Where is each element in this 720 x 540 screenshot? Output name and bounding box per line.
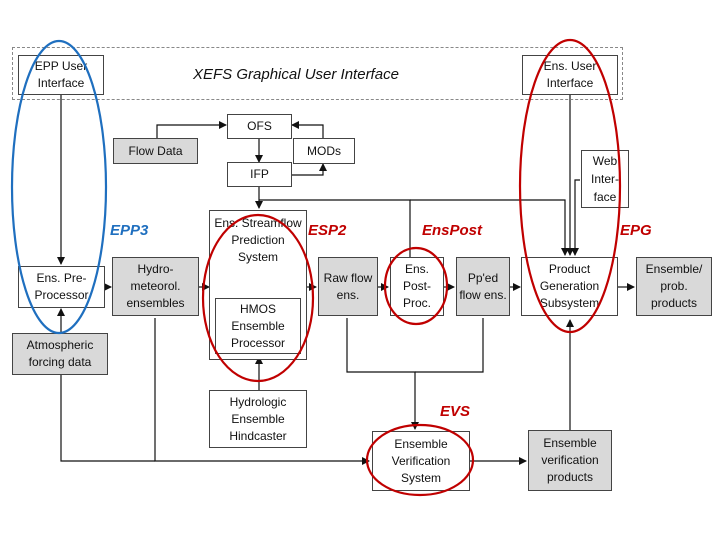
- ofs-box: OFS: [227, 114, 292, 139]
- hmos-ensemble-processor-box: HMOS Ensemble Processor: [215, 298, 301, 354]
- pped-flow-ens-box: Pp'ed flow ens.: [456, 257, 510, 316]
- xefs-gui-band: [12, 47, 623, 100]
- raw-flow-ens-box: Raw flow ens.: [318, 257, 378, 316]
- product-generation-subsystem-box: Product Generation Subsystem: [521, 257, 618, 316]
- atmospheric-forcing-data-box: Atmospheric forcing data: [12, 333, 108, 375]
- ensemble-prob-products-box: Ensemble/ prob. products: [636, 257, 712, 316]
- evs-label: EVS: [440, 403, 471, 420]
- epp3-ellipse: [10, 39, 108, 335]
- ens-streamflow-label: Ens. Streamflow Prediction System: [214, 216, 302, 264]
- ifp-box: IFP: [227, 162, 292, 187]
- ens-pre-processor-box: Ens. Pre-Processor: [18, 266, 105, 308]
- arrow-mods-to-ofs: [291, 121, 324, 138]
- arrow-web-to-pg: [571, 179, 580, 256]
- ens-post-proc-box: Ens. Post-Proc.: [390, 257, 444, 316]
- hydro-meteorol-ensembles-box: Hydro-meteorol. ensembles: [112, 257, 199, 316]
- esp2-ellipse: [201, 213, 315, 383]
- mods-box: MODs: [293, 138, 355, 164]
- arrow-ifp-to-mods: [292, 163, 327, 176]
- arrow-raw-to-evs: [346, 318, 419, 430]
- enspost-ellipse: [383, 246, 449, 326]
- enspost-label: EnsPost: [422, 222, 483, 239]
- epp3-label: EPP3: [110, 222, 149, 239]
- arrow-ifp-to-pg: [410, 199, 569, 256]
- flow-data-box: Flow Data: [113, 138, 198, 164]
- line-atmos-to-evs: [60, 375, 155, 462]
- ensemble-verification-products-box: Ensemble verification products: [528, 430, 612, 491]
- epg-label: EPG: [620, 222, 652, 239]
- esp2-label: ESP2: [308, 222, 347, 239]
- evs-ellipse: [365, 423, 475, 497]
- hydrologic-ensemble-hindcaster-box: Hydrologic Ensemble Hindcaster: [209, 390, 307, 448]
- gui-title: XEFS Graphical User Interface: [193, 66, 399, 83]
- epg-ellipse: [518, 38, 622, 334]
- arrow-flowdata-to-ofs: [156, 121, 227, 138]
- ensemble-verification-system-box: Ensemble Verification System: [372, 431, 470, 491]
- line-pped-to-evs: [415, 318, 484, 373]
